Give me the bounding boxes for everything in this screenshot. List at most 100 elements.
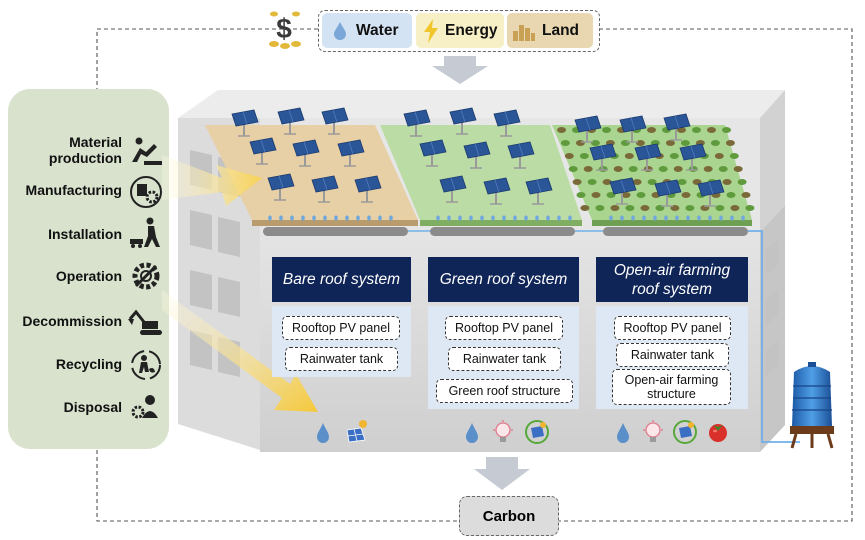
- crop-plant: [620, 140, 630, 146]
- crop-plant: [688, 166, 698, 172]
- stage-installation: Installation: [48, 226, 122, 242]
- pv-panel-icon: [663, 113, 691, 141]
- pv-panel-icon: [634, 143, 662, 171]
- crop-plant: [673, 166, 683, 172]
- rain-drop: [620, 215, 624, 221]
- water-drop-icon: [617, 423, 629, 443]
- operation-gear-wrench-icon: [132, 262, 160, 290]
- rain-drop: [268, 215, 272, 221]
- water-drop-icon: [466, 423, 478, 443]
- rain-drop: [609, 215, 613, 221]
- crop-plant: [602, 127, 611, 133]
- rain-drop: [389, 215, 393, 221]
- rainwater-gutters: [263, 215, 800, 443]
- pv-panel-icon: [507, 141, 535, 169]
- crop-plant: [610, 205, 620, 211]
- rain-drop: [436, 215, 440, 221]
- rain-drop: [334, 215, 338, 221]
- water-tank-icon: [790, 362, 834, 449]
- crop-plant: [590, 140, 600, 146]
- resource-water: Water: [322, 13, 412, 48]
- pv-panel-icon: [231, 109, 259, 137]
- crop-plant: [635, 140, 645, 146]
- crop-plant: [591, 192, 601, 198]
- rain-drop: [697, 215, 701, 221]
- component-pv-panel: Rooftop PV panel: [614, 316, 731, 340]
- crop-plant: [681, 192, 691, 198]
- rain-drop: [719, 215, 723, 221]
- crop-plant: [632, 179, 642, 185]
- water-drop-icon: [317, 423, 329, 443]
- crop-plant: [692, 127, 701, 133]
- crop-plant: [730, 205, 740, 211]
- crop-plant: [613, 166, 623, 172]
- pv-panel-icon: [619, 115, 647, 143]
- disposal-person-gear-icon: [131, 395, 158, 419]
- crop-plant: [606, 192, 616, 198]
- svg-text:$: $: [276, 13, 292, 44]
- solar-panel-icon: [346, 420, 367, 443]
- component-pv-panel: Rooftop PV panel: [282, 316, 400, 340]
- crop-plant: [560, 140, 570, 146]
- resource-land: Land: [507, 13, 593, 48]
- lightbulb-icon: [493, 420, 513, 442]
- pv-panel-icon: [483, 177, 511, 205]
- crop-plant: [624, 153, 634, 159]
- crop-plant: [602, 179, 612, 185]
- pv-panel-icon: [439, 175, 467, 203]
- crop-plant: [722, 127, 731, 133]
- crop-plant: [643, 166, 653, 172]
- crop-plant: [718, 166, 728, 172]
- rain-drop: [345, 215, 349, 221]
- pv-panel-icon: [609, 177, 637, 205]
- crop-plant: [677, 127, 686, 133]
- pv-panel-icon: [679, 143, 707, 171]
- dashed-flow-loop: [96, 28, 853, 522]
- pv-panel-icon: [654, 179, 682, 207]
- rain-drop: [290, 215, 294, 221]
- crop-plant: [621, 192, 631, 198]
- stage-material-production: Material production: [48, 134, 122, 166]
- crop-plant: [625, 205, 635, 211]
- rain-drop: [367, 215, 371, 221]
- manufacturing-gear-icon: [130, 176, 162, 208]
- stage-recycling: Recycling: [55, 356, 122, 372]
- crop-plant: [580, 205, 590, 211]
- crop-plant: [564, 153, 574, 159]
- rain-drop: [568, 215, 572, 221]
- crop-plant: [658, 166, 668, 172]
- crop-plant: [579, 153, 589, 159]
- resource-label: Energy: [445, 21, 498, 39]
- crop-plant: [741, 192, 751, 198]
- rain-drop: [664, 215, 668, 221]
- crop-plant: [587, 179, 597, 185]
- bare-roof-title: Bare roof system: [272, 257, 411, 302]
- rain-drop: [491, 215, 495, 221]
- pv-panel-icon: [267, 173, 295, 201]
- component-farming-structure: Open-air farming structure: [612, 369, 731, 405]
- resource-label: Land: [542, 21, 580, 39]
- rain-drop: [458, 215, 462, 221]
- stage-manufacturing: Manufacturing: [25, 182, 122, 198]
- crop-plant: [598, 166, 608, 172]
- rain-drop: [675, 215, 679, 221]
- recycling-person-icon: [131, 350, 161, 380]
- rain-drop: [312, 215, 316, 221]
- carbon-output-box: Carbon: [459, 496, 559, 536]
- rain-drop: [535, 215, 539, 221]
- excavator-icon: [128, 309, 162, 335]
- rain-drop: [653, 215, 657, 221]
- green-roof-title: Green roof system: [428, 257, 579, 302]
- resource-label: Water: [356, 21, 399, 39]
- rain-drop: [323, 215, 327, 221]
- component-pv-panel: Rooftop PV panel: [445, 316, 563, 340]
- crop-plant: [703, 166, 713, 172]
- rain-drop: [502, 215, 506, 221]
- worker-lifting-icon: [132, 137, 162, 165]
- input-arrow: [432, 56, 488, 84]
- crop-plant: [640, 205, 650, 211]
- crop-plant: [665, 140, 675, 146]
- rain-drop: [631, 215, 635, 221]
- lightbulb-icon: [643, 420, 663, 442]
- pv-panel-icon: [321, 107, 349, 135]
